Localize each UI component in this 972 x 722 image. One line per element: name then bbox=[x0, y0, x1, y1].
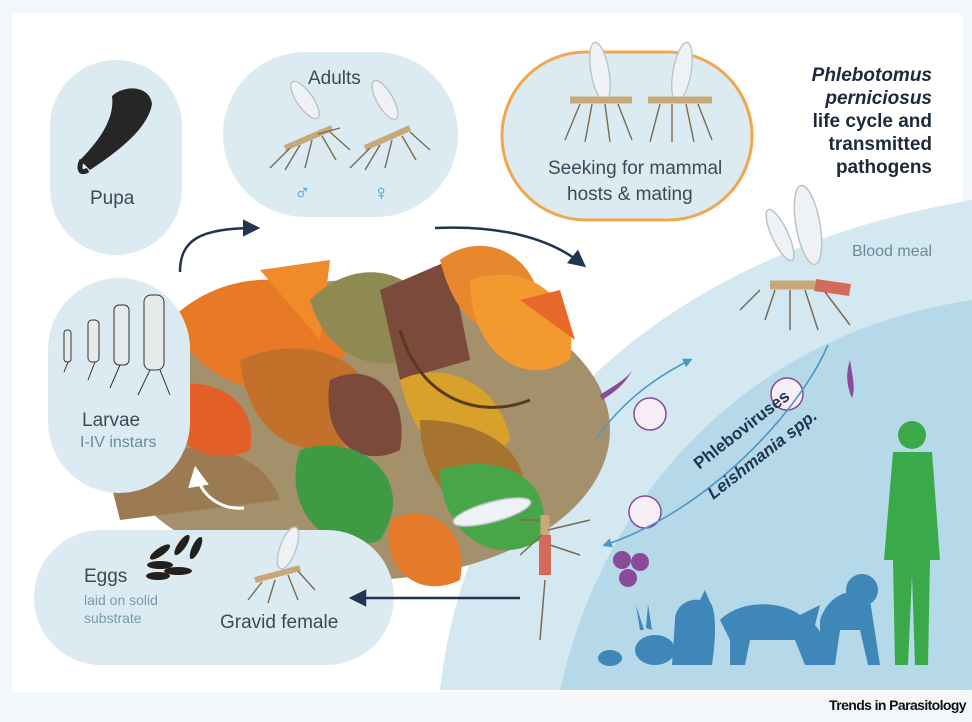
larvae-sublabel: I-IV instars bbox=[80, 434, 156, 452]
journal-credit: Trends in Parasitology bbox=[829, 697, 966, 713]
rodent-icon bbox=[598, 650, 622, 666]
blood-meal-label: Blood meal bbox=[852, 243, 932, 261]
seeking-label-1: Seeking for mammal bbox=[548, 158, 722, 180]
gravid-female-label: Gravid female bbox=[220, 612, 338, 634]
title-line-5: pathogens bbox=[812, 156, 932, 179]
adults-label: Adults bbox=[308, 68, 361, 90]
title-line-epithet: perniciosus bbox=[812, 87, 932, 110]
pupa-label: Pupa bbox=[90, 188, 134, 210]
eggs-label: Eggs bbox=[84, 566, 127, 588]
title-line-species: Phlebotomus bbox=[812, 64, 932, 87]
female-symbol: ♀ bbox=[373, 180, 390, 206]
male-symbol: ♂ bbox=[294, 180, 311, 206]
title-line-4: transmitted bbox=[812, 133, 932, 156]
title-line-3: life cycle and bbox=[812, 110, 932, 133]
eggs-sublabel-1: laid on solid bbox=[84, 592, 158, 608]
larvae-label: Larvae bbox=[82, 410, 140, 432]
cycle-arrow bbox=[180, 228, 255, 272]
seeking-label-2: hosts & mating bbox=[567, 184, 693, 206]
eggs-sublabel-2: substrate bbox=[84, 610, 142, 626]
pupa-bubble bbox=[50, 60, 182, 255]
figure-title: Phlebotomus perniciosus life cycle and t… bbox=[812, 64, 932, 179]
